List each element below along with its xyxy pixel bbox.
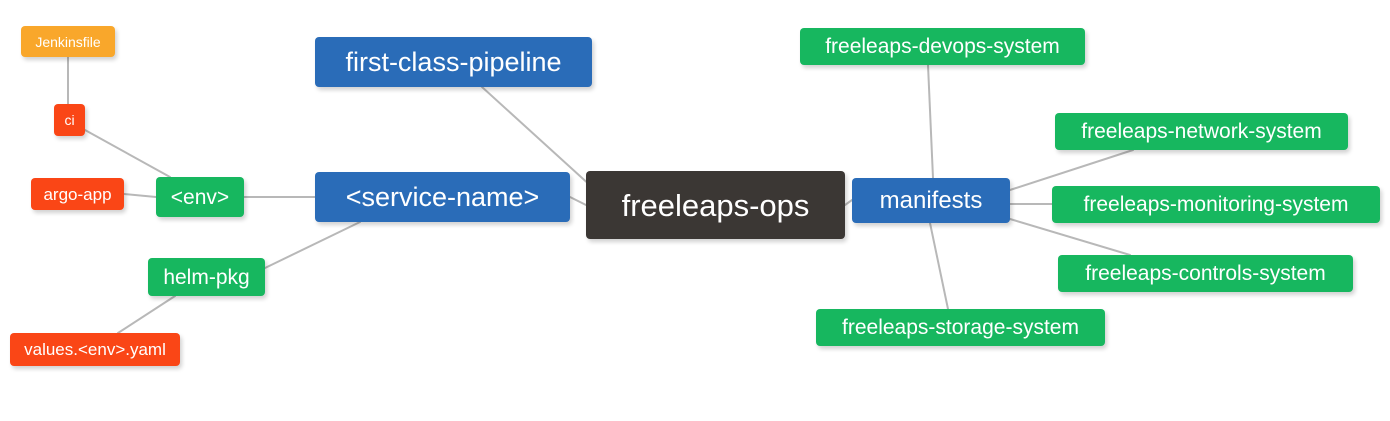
node-jenkinsfile[interactable]: Jenkinsfile [21, 26, 115, 57]
node-argo[interactable]: argo-app [31, 178, 124, 210]
node-pipeline[interactable]: first-class-pipeline [315, 37, 592, 87]
node-controls[interactable]: freeleaps-controls-system [1058, 255, 1353, 292]
edge-manifests-to-storage [929, 222, 949, 310]
node-root[interactable]: freeleaps-ops [586, 171, 845, 239]
node-network[interactable]: freeleaps-network-system [1055, 113, 1348, 150]
edge-manifests-to-devops [927, 64, 934, 179]
node-env[interactable]: <env> [156, 177, 244, 217]
edge-manifests-to-controls [1009, 218, 1131, 256]
node-values[interactable]: values.<env>.yaml [10, 333, 180, 366]
edge-helm-to-values [117, 295, 176, 334]
edge-root-to-service [569, 196, 587, 206]
node-ci[interactable]: ci [54, 104, 85, 136]
edge-root-to-manifests [844, 199, 853, 206]
node-helm[interactable]: helm-pkg [148, 258, 265, 296]
node-storage[interactable]: freeleaps-storage-system [816, 309, 1105, 346]
node-devops[interactable]: freeleaps-devops-system [800, 28, 1085, 65]
node-service[interactable]: <service-name> [315, 172, 570, 222]
edge-env-to-argo [123, 193, 157, 198]
edge-manifests-to-network [1009, 149, 1134, 191]
edge-service-to-helm [264, 221, 361, 269]
node-monitoring[interactable]: freeleaps-monitoring-system [1052, 186, 1380, 223]
node-manifests[interactable]: manifests [852, 178, 1010, 223]
edge-env-to-ci [84, 129, 171, 178]
